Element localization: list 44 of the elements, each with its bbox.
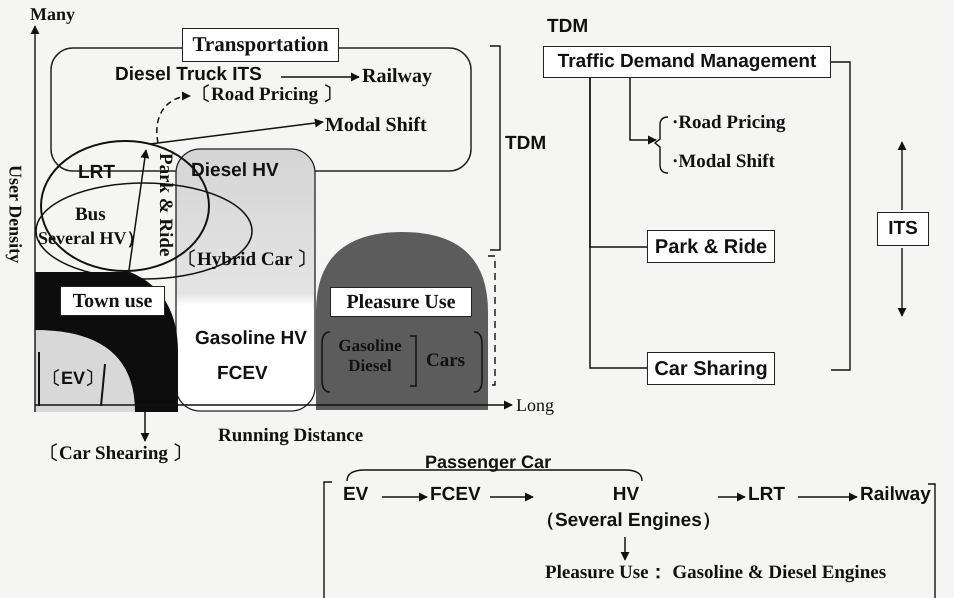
- arrow: [620, 537, 630, 561]
- ev-region: [35, 330, 135, 412]
- region-label: Cars: [426, 350, 466, 373]
- region-label: Gasoline HV: [195, 328, 307, 351]
- region-title: Pleasure Use: [330, 287, 472, 317]
- region-label: Bus: [75, 204, 106, 227]
- region-label: Gasoline Diesel: [337, 336, 403, 377]
- arrow: [150, 118, 324, 145]
- item-label: Modal Shift: [325, 113, 437, 139]
- region-title: Transportation: [182, 28, 339, 62]
- region-title: Town use: [60, 286, 165, 316]
- arrow: [629, 78, 657, 144]
- bracket-label: Passenger Car: [425, 452, 552, 474]
- hybrid-region: [175, 148, 316, 412]
- item-label: HV: [612, 484, 640, 507]
- item-label: LRT: [748, 484, 796, 510]
- item-label: FCEV: [430, 484, 488, 510]
- arrow: [718, 492, 746, 502]
- item-label: Park & Ride: [150, 143, 176, 267]
- process-box: Park & Ride: [647, 230, 775, 263]
- bracket-label: TDM: [505, 133, 546, 156]
- item-label: （Several Engines）: [536, 510, 716, 533]
- axis-label: Long: [516, 395, 554, 417]
- arrow: [490, 492, 534, 502]
- item-label: EV: [343, 484, 379, 510]
- item-label: Pleasure Use： Gasoline & Diesel Engines: [545, 562, 937, 590]
- arrow: [281, 72, 360, 82]
- process-box: Traffic Demand Management: [543, 46, 831, 78]
- axis-label: User Density: [4, 165, 26, 264]
- region-label: FCEV: [217, 363, 268, 386]
- process-box: ITS: [877, 212, 929, 246]
- process-box: Car Sharing: [647, 352, 775, 385]
- region-label: 〔EV〕: [43, 368, 104, 390]
- arrow: [382, 492, 428, 502]
- town-use-region: [35, 272, 178, 412]
- item-label: Railway: [860, 484, 938, 510]
- arrow: [156, 92, 191, 144]
- item-label: ·Road Pricing: [672, 112, 812, 138]
- item-label: ·Modal Shift: [672, 151, 802, 177]
- pleasure-use-region: [316, 232, 488, 410]
- axis-label: Many: [30, 4, 75, 26]
- arrow: [140, 412, 150, 442]
- group-heading: TDM: [547, 16, 588, 39]
- arrow: [798, 492, 858, 502]
